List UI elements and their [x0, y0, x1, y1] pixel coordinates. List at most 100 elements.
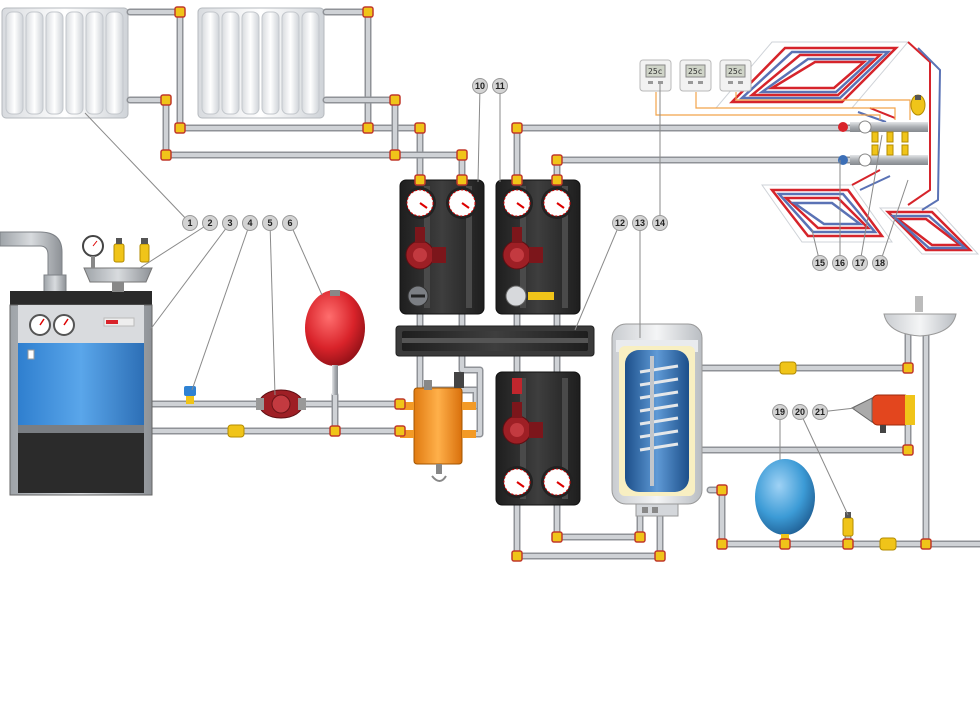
callout-badge: 16: [832, 255, 848, 271]
underfloor-loop-bottom-right: [878, 207, 980, 255]
callout-badge: 4: [242, 215, 258, 231]
filter-fitting: [879, 537, 897, 551]
thermostat-display: 25c: [688, 67, 703, 76]
pipe-fitting: [511, 122, 523, 134]
pipe-fitting: [362, 122, 374, 134]
manifold-outlet: [886, 144, 894, 156]
pipe-fitting: [174, 6, 186, 18]
thermostat-display: 25c: [648, 67, 663, 76]
pipe-fitting: [716, 538, 728, 550]
distribution-manifold: [395, 325, 595, 357]
callout-number: 17: [855, 258, 865, 268]
callout-badge: 14: [652, 215, 668, 231]
pipe-fitting: [716, 484, 728, 496]
pipe-fitting: [779, 538, 791, 550]
pipe: [458, 352, 484, 438]
callout-badge: 13: [632, 215, 648, 231]
callout-badge: 15: [812, 255, 828, 271]
callout-badge: 6: [282, 215, 298, 231]
callout-number: 14: [655, 218, 665, 228]
callout-badge: 21: [812, 404, 828, 420]
callout-leader: [191, 222, 251, 391]
pipe: [698, 421, 912, 454]
pipe-fitting: [394, 398, 406, 410]
manifold-outlet: [901, 131, 909, 143]
pipe-fitting: [842, 538, 854, 550]
expansion-vessel-heating: [305, 290, 365, 395]
expansion-vessel-water: [755, 459, 815, 544]
pipe: [553, 501, 644, 541]
boiler: [0, 231, 153, 496]
callout-leader: [149, 222, 231, 331]
callout-number: 12: [615, 218, 625, 228]
pipe: [553, 156, 854, 184]
hot-water-cylinder: [611, 323, 703, 517]
callout-badge: 19: [772, 404, 788, 420]
callout-badge: 1: [182, 215, 198, 231]
pipe-fitting: [902, 444, 914, 456]
callout-badge: 17: [852, 255, 868, 271]
pipe-fitting: [389, 94, 401, 106]
callout-number: 16: [835, 258, 845, 268]
callout-number: 19: [775, 407, 785, 417]
pipe-fittings: [160, 6, 932, 562]
pipe-fitting: [551, 531, 563, 543]
pipe: [513, 124, 854, 184]
callout-leader: [799, 411, 849, 516]
callout-number: 3: [227, 218, 232, 228]
red-valve-handle: [838, 122, 848, 132]
callout-number: 2: [207, 218, 212, 228]
callout-leader: [84, 112, 191, 224]
room-thermostat: 25c: [719, 59, 752, 92]
pipe: [698, 326, 912, 372]
callout-leader: [574, 222, 621, 331]
callout-number: 15: [815, 258, 825, 268]
callout-number: 20: [795, 407, 805, 417]
callout-number: 1: [187, 218, 192, 228]
radiator-section: [5, 11, 24, 115]
radiator-section: [201, 11, 220, 115]
pipe-fitting: [902, 362, 914, 374]
callout-leader: [879, 179, 909, 264]
callout-number: 5: [267, 218, 272, 228]
radiator-right: [197, 7, 325, 119]
pipe: [322, 8, 372, 132]
pipe-fitting: [160, 149, 172, 161]
pipe-fitting: [511, 174, 523, 186]
radiator-section: [105, 11, 124, 115]
callout-badge: 18: [872, 255, 888, 271]
callout-leader: [269, 222, 276, 396]
callout-number: 10: [475, 81, 485, 91]
check-valve: [512, 378, 522, 394]
pipe-fitting: [414, 122, 426, 134]
radiator-section: [241, 11, 260, 115]
thermostat-display: 25c: [728, 67, 743, 76]
callout-leader: [477, 85, 481, 183]
pipe-fitting: [160, 94, 172, 106]
manifold-outlet: [901, 144, 909, 156]
instantaneous-heater: [851, 394, 915, 433]
pipe-fitting: [389, 149, 401, 161]
room-thermostat: 25c: [639, 59, 672, 92]
filter-fitting: [779, 361, 797, 375]
callout-number: 6: [287, 218, 292, 228]
radiator-section: [85, 11, 104, 115]
callout-number: 13: [635, 218, 645, 228]
callout-badge: 20: [792, 404, 808, 420]
pipe-fitting: [551, 174, 563, 186]
callout-badge: 3: [222, 215, 238, 231]
callout-badge: 2: [202, 215, 218, 231]
radiator-section: [45, 11, 64, 115]
radiator-section: [261, 11, 280, 115]
radiator-section: [281, 11, 300, 115]
pump-group-underfloor: [495, 179, 581, 315]
pipe-fitting: [362, 6, 374, 18]
pipe-fitting: [174, 122, 186, 134]
pipe-fitting: [329, 425, 341, 437]
radiator-section: [25, 11, 44, 115]
radiator-section: [65, 11, 84, 115]
manifold-outlet: [871, 131, 879, 143]
safety-group: [82, 235, 153, 292]
